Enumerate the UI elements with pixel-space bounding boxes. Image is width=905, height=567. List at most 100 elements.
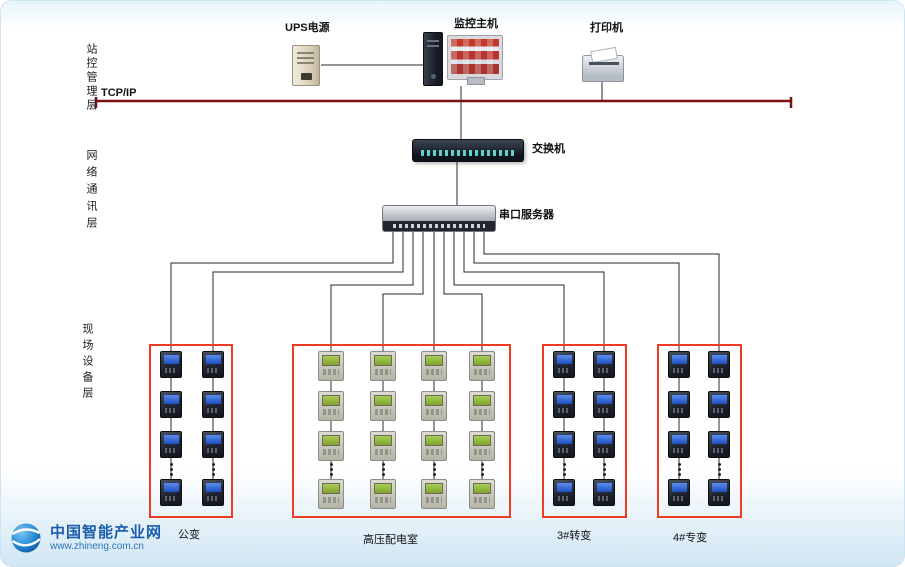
group-box-transformer-3 — [542, 344, 627, 518]
meter-screen — [322, 483, 340, 494]
meter-screen — [322, 435, 340, 446]
meter-screen — [671, 435, 687, 444]
meter-buttons — [375, 497, 391, 503]
meter-device — [708, 479, 730, 506]
meter-buttons — [713, 368, 725, 373]
meter-screen — [556, 355, 572, 364]
meter-buttons — [165, 368, 177, 373]
meter-screen — [205, 395, 221, 404]
meter-buttons — [323, 449, 339, 455]
meter-buttons — [474, 449, 490, 455]
meter-device — [160, 431, 182, 458]
meter-device — [370, 479, 396, 509]
meter-buttons — [598, 496, 610, 501]
meter-screen — [473, 355, 491, 366]
ellipsis-dots — [212, 463, 215, 466]
meter-device — [708, 351, 730, 378]
meter-screen — [374, 395, 392, 406]
meter-device — [318, 431, 344, 461]
meter-screen — [374, 435, 392, 446]
meter-screen — [596, 435, 612, 444]
ellipsis-dots — [481, 463, 484, 466]
globe-icon — [11, 523, 41, 553]
meter-buttons — [375, 369, 391, 375]
meter-device — [593, 391, 615, 418]
meter-device — [469, 431, 495, 461]
meter-screen — [671, 395, 687, 404]
meter-screen — [205, 435, 221, 444]
meter-buttons — [673, 408, 685, 413]
meter-screen — [425, 355, 443, 366]
meter-device — [202, 431, 224, 458]
tcpip-label: TCP/IP — [101, 87, 137, 99]
meter-device — [469, 391, 495, 421]
serial-server-label: 串口服务器 — [499, 209, 554, 221]
meter-screen — [596, 355, 612, 364]
meter-device — [370, 351, 396, 381]
meter-buttons — [207, 448, 219, 453]
ellipsis-dots — [330, 463, 333, 466]
meter-device — [160, 479, 182, 506]
group-label-transformer-4: 4#专变 — [673, 532, 708, 544]
meter-device — [202, 479, 224, 506]
meter-buttons — [207, 368, 219, 373]
meter-device — [708, 391, 730, 418]
ellipsis-dots — [718, 463, 721, 466]
meter-screen — [205, 483, 221, 492]
layer-label-station: 站控管理层 — [85, 43, 97, 113]
meter-device — [708, 431, 730, 458]
meter-buttons — [558, 408, 570, 413]
meter-screen — [671, 355, 687, 364]
meter-buttons — [598, 448, 610, 453]
meter-buttons — [375, 409, 391, 415]
meter-buttons — [323, 497, 339, 503]
ups-device — [292, 45, 320, 86]
meter-buttons — [474, 409, 490, 415]
site-logo: 中国智能产业网 www.zhineng.com.cn — [9, 521, 162, 555]
host-monitor — [447, 35, 503, 85]
meter-screen — [556, 435, 572, 444]
meter-device — [160, 351, 182, 378]
meter-screen — [671, 483, 687, 492]
meter-buttons — [426, 449, 442, 455]
meter-screen — [425, 483, 443, 494]
meter-screen — [374, 355, 392, 366]
meter-screen — [205, 355, 221, 364]
meter-buttons — [323, 369, 339, 375]
ellipsis-dots — [603, 463, 606, 466]
meter-device — [469, 351, 495, 381]
meter-buttons — [426, 497, 442, 503]
meter-screen — [556, 395, 572, 404]
meter-screen — [556, 483, 572, 492]
meter-device — [553, 431, 575, 458]
meter-buttons — [598, 408, 610, 413]
meter-screen — [711, 395, 727, 404]
meter-screen — [473, 395, 491, 406]
meter-device — [318, 479, 344, 509]
meter-screen — [473, 435, 491, 446]
meter-device — [318, 351, 344, 381]
serial-server-device — [382, 205, 496, 232]
meter-device — [593, 351, 615, 378]
logo-url: www.zhineng.com.cn — [50, 540, 144, 552]
meter-buttons — [165, 496, 177, 501]
printer-device — [582, 55, 624, 82]
meter-device — [553, 391, 575, 418]
meter-device — [160, 391, 182, 418]
meter-device — [593, 479, 615, 506]
ellipsis-dots — [563, 463, 566, 466]
meter-buttons — [426, 369, 442, 375]
meter-buttons — [713, 496, 725, 501]
meter-screen — [374, 483, 392, 494]
meter-screen — [711, 355, 727, 364]
meter-buttons — [207, 408, 219, 413]
meter-screen — [425, 435, 443, 446]
layer-label-network: 网络通讯层 — [85, 149, 97, 234]
meter-device — [668, 479, 690, 506]
meter-buttons — [323, 409, 339, 415]
group-box-hv-distribution — [292, 344, 511, 518]
meter-device — [318, 391, 344, 421]
meter-device — [553, 351, 575, 378]
meter-screen — [163, 435, 179, 444]
